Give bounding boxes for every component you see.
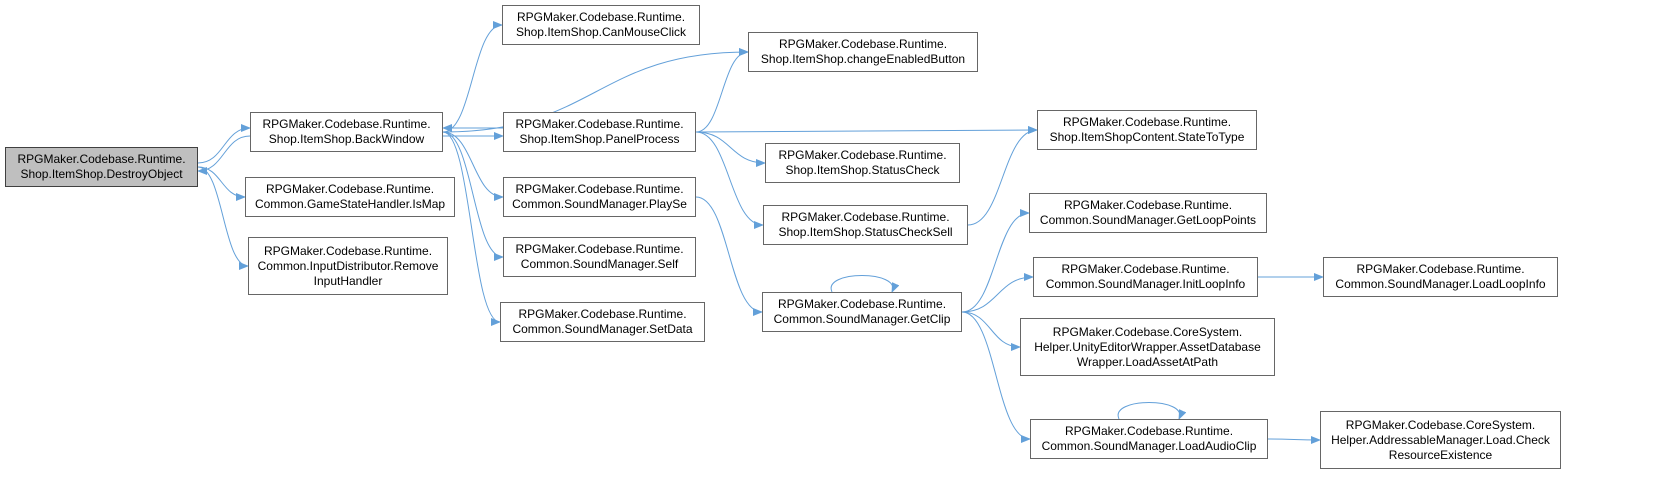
edge-backwindow-to-setdata [442,131,501,326]
edge-playse-to-getclip [695,196,763,316]
node-label-line: Common.SoundManager.Self [520,257,679,271]
node-label-line: Shop.ItemShop.PanelProcess [519,132,680,146]
node-label-line: RPGMaker.Codebase.Runtime. [1061,262,1230,276]
node-label-line: RPGMaker.Codebase.Runtime. [1063,198,1233,212]
node-label-line: Common.InputDistributor.Remove [257,258,439,273]
node-label-line: RPGMaker.Codebase.Runtime. [516,10,686,24]
node-getlooppoints[interactable]: RPGMaker.Codebase.Runtime.Common.SoundMa… [1029,193,1267,233]
edge-backwindow-to-self [442,131,504,261]
edge-panelprocess-to-statuschecksell [695,131,764,229]
node-label-line: Common.SoundManager.SetData [512,322,693,336]
node-initloopinfo[interactable]: RPGMaker.Codebase.Runtime.Common.SoundMa… [1033,257,1258,297]
node-label-line: Shop.ItemShop.DestroyObject [20,167,183,181]
node-loadassetatpath[interactable]: RPGMaker.Codebase.CoreSystem.Helper.Unit… [1020,318,1275,376]
edge-panelprocess-to-changeenabled [695,48,749,133]
edge-backwindow-to-canmouse [442,21,503,133]
node-label-line: RPGMaker.Codebase.Runtime. [1064,424,1234,438]
node-label-line: Common.SoundManager.GetClip [773,312,951,326]
edge-panelprocess-to-statetotype [695,126,1038,135]
edge-destroy-to-removeinput [197,166,249,270]
node-label-line: Shop.ItemShop.CanMouseClick [515,25,687,39]
node-label-line: Shop.ItemShopContent.StateToType [1049,130,1245,144]
node-destroy: RPGMaker.Codebase.Runtime.Shop.ItemShop.… [5,147,198,187]
edge-statuschecksell-to-statetotype [967,126,1038,226]
node-label-line: InputHandler [313,273,383,288]
node-label-line: RPGMaker.Codebase.Runtime. [263,243,433,258]
node-label-line: Common.SoundManager.GetLoopPoints [1039,213,1257,227]
edge-loadaudioclip-to-checkresource [1267,435,1321,444]
edge-getclip-to-loadaudioclip [961,311,1031,443]
node-label-line: RPGMaker.Codebase.Runtime. [777,297,947,311]
node-label-line: Wrapper.LoadAssetAtPath [1076,354,1219,369]
node-label-line: RPGMaker.Codebase.Runtime. [778,37,948,51]
node-canmouse[interactable]: RPGMaker.Codebase.Runtime.Shop.ItemShop.… [502,5,700,45]
node-label-line: Shop.ItemShop.changeEnabledButton [760,52,966,66]
node-removeinput[interactable]: RPGMaker.Codebase.Runtime.Common.InputDi… [248,237,448,295]
edge-backwindow-to-destroy [197,135,251,175]
edge-backwindow-to-playse [442,131,504,201]
node-label-line: RPGMaker.Codebase.Runtime. [778,148,947,162]
node-backwindow[interactable]: RPGMaker.Codebase.Runtime.Shop.ItemShop.… [250,112,443,152]
node-label-line: RPGMaker.Codebase.CoreSystem. [1052,324,1243,339]
edge-getclip-to-getclip [830,275,900,293]
node-label-line: Common.GameStateHandler.IsMap [254,197,446,211]
node-label-line: Common.SoundManager.LoadAudioClip [1041,439,1257,453]
node-label-line: RPGMaker.Codebase.Runtime. [518,307,687,321]
node-label-line: ResourceExistence [1388,447,1493,462]
node-label-line: RPGMaker.Codebase.Runtime. [515,182,684,196]
node-self[interactable]: RPGMaker.Codebase.Runtime.Common.SoundMa… [503,237,696,277]
node-label-line: RPGMaker.Codebase.Runtime. [781,210,950,224]
node-loadaudioclip[interactable]: RPGMaker.Codebase.Runtime.Common.SoundMa… [1030,419,1268,459]
node-checkresource[interactable]: RPGMaker.Codebase.CoreSystem.Helper.Addr… [1320,411,1561,469]
node-statetotype[interactable]: RPGMaker.Codebase.Runtime.Shop.ItemShopC… [1037,110,1257,150]
node-changeenabled[interactable]: RPGMaker.Codebase.Runtime.Shop.ItemShop.… [748,32,978,72]
edge-destroy-to-backwindow [197,124,251,164]
node-label-line: Helper.UnityEditorWrapper.AssetDatabase [1034,339,1261,354]
node-label-line: Shop.ItemShop.StatusCheckSell [778,225,953,239]
edge-getclip-to-getlooppoints [961,209,1030,313]
node-label-line: RPGMaker.Codebase.Runtime. [515,117,684,131]
node-label-line: Common.SoundManager.InitLoopInfo [1045,277,1246,291]
node-ismap[interactable]: RPGMaker.Codebase.Runtime.Common.GameSta… [245,177,455,217]
edge-loadaudioclip-to-loadaudioclip [1117,402,1187,420]
node-statuschecksell[interactable]: RPGMaker.Codebase.Runtime.Shop.ItemShop.… [763,205,968,245]
node-getclip[interactable]: RPGMaker.Codebase.Runtime.Common.SoundMa… [762,292,962,332]
node-label-line: RPGMaker.Codebase.Runtime. [1356,262,1525,276]
node-label-line: RPGMaker.Codebase.Runtime. [17,152,186,166]
node-label-line: RPGMaker.Codebase.Runtime. [265,182,435,196]
node-label-line: RPGMaker.Codebase.Runtime. [515,242,684,256]
node-label-line: Shop.ItemShop.BackWindow [268,132,425,146]
node-panelprocess[interactable]: RPGMaker.Codebase.Runtime.Shop.ItemShop.… [503,112,696,152]
edge-getclip-to-initloopinfo [961,273,1034,313]
node-label-line: Common.SoundManager.PlaySe [512,197,687,211]
node-label-line: Common.SoundManager.LoadLoopInfo [1335,277,1546,291]
node-playse[interactable]: RPGMaker.Codebase.Runtime.Common.SoundMa… [503,177,696,217]
edge-getclip-to-loadassetatpath [961,311,1021,351]
node-label-line: Shop.ItemShop.StatusCheck [785,163,940,177]
node-label-line: Helper.AddressableManager.Load.Check [1331,432,1550,447]
node-label-line: RPGMaker.Codebase.Runtime. [1062,115,1232,129]
node-statuscheck[interactable]: RPGMaker.Codebase.Runtime.Shop.ItemShop.… [765,143,960,183]
edge-panelprocess-to-statuscheck [695,131,766,167]
node-label-line: RPGMaker.Codebase.CoreSystem. [1345,417,1536,432]
node-setdata[interactable]: RPGMaker.Codebase.Runtime.Common.SoundMa… [500,302,705,342]
node-loadloopinfo[interactable]: RPGMaker.Codebase.Runtime.Common.SoundMa… [1323,257,1558,297]
edge-destroy-to-ismap [197,166,246,201]
node-label-line: RPGMaker.Codebase.Runtime. [262,117,431,131]
